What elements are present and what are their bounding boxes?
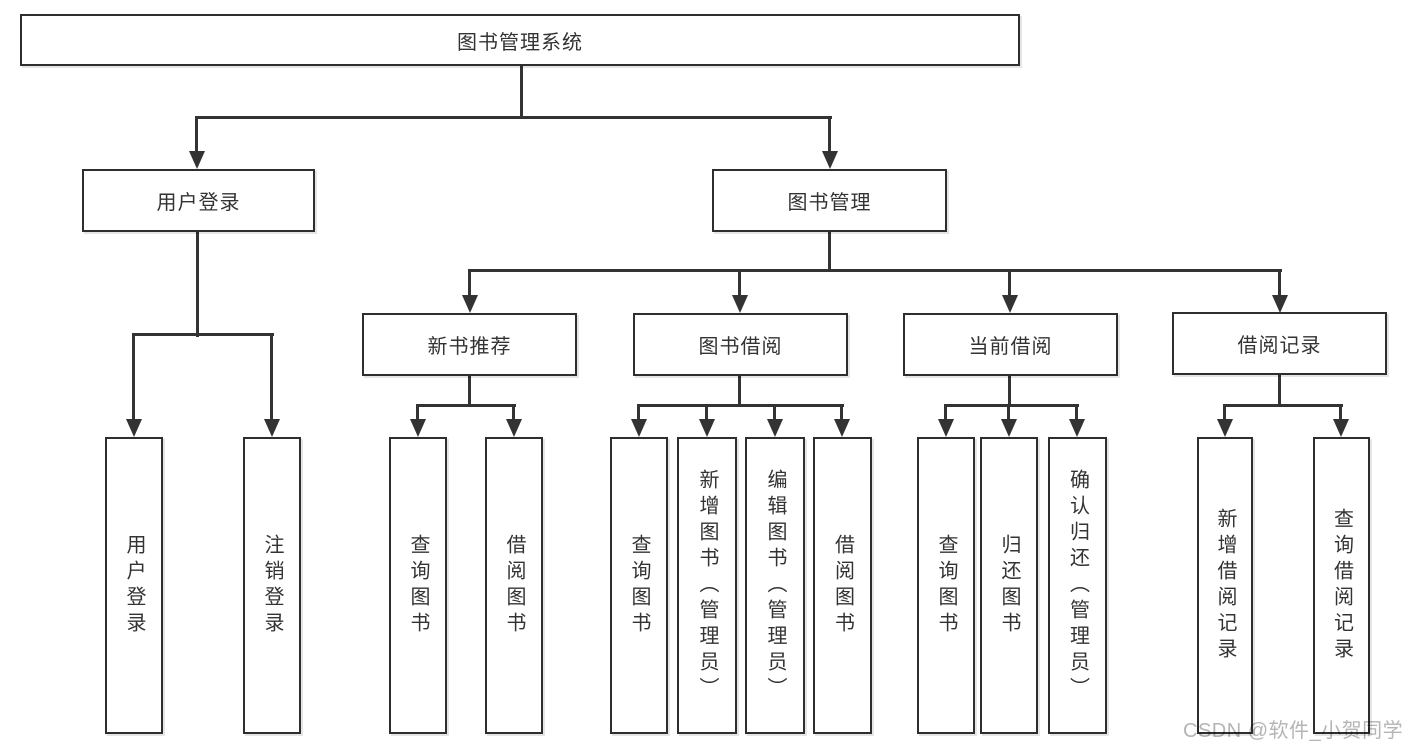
node-current-borrowing: 当前借阅 <box>903 313 1118 376</box>
connector-line <box>705 404 708 423</box>
connector-line <box>637 404 640 423</box>
connector-line <box>738 269 741 299</box>
leaf-records-add-record: 新增借阅记录 <box>1197 437 1253 734</box>
leaf-current-return-books: 归还图书 <box>980 437 1038 734</box>
connector-line <box>468 269 1282 272</box>
leaf-borrowing-query-books: 查询图书 <box>610 437 668 734</box>
arrowhead-down-icon <box>462 295 478 313</box>
connector-line <box>944 404 947 423</box>
connector-line <box>1008 269 1011 299</box>
connector-line <box>840 404 843 423</box>
arrowhead-down-icon <box>822 151 838 169</box>
arrowhead-down-icon <box>631 419 647 437</box>
connector-line <box>828 231 831 272</box>
connector-line <box>1223 404 1226 423</box>
arrowhead-down-icon <box>732 295 748 313</box>
connector-line <box>132 333 274 336</box>
connector-line <box>270 333 273 423</box>
connector-line <box>828 116 831 155</box>
arrowhead-down-icon <box>1333 419 1349 437</box>
connector-line <box>1278 374 1281 407</box>
node-new-book-recommend: 新书推荐 <box>362 313 577 376</box>
node-book-borrowing: 图书借阅 <box>633 313 848 376</box>
arrowhead-down-icon <box>410 419 426 437</box>
arrowhead-down-icon <box>1001 419 1017 437</box>
connector-line <box>1223 404 1343 407</box>
arrowhead-down-icon <box>189 151 205 169</box>
arrowhead-down-icon <box>834 419 850 437</box>
leaf-recommend-borrow-books: 借阅图书 <box>485 437 543 734</box>
leaf-current-confirm-return-admin: 确认归还（管理员） <box>1048 437 1107 734</box>
connector-line <box>196 231 199 337</box>
leaf-borrowing-edit-books-admin: 编辑图书（管理员） <box>745 437 805 734</box>
connector-line <box>512 404 515 423</box>
leaf-records-query-record: 查询借阅记录 <box>1313 437 1370 734</box>
connector-line <box>520 65 523 119</box>
connector-line <box>1075 404 1078 423</box>
arrowhead-down-icon <box>1069 419 1085 437</box>
arrowhead-down-icon <box>767 419 783 437</box>
leaf-logout: 注销登录 <box>243 437 301 734</box>
connector-line <box>944 404 1079 407</box>
arrowhead-down-icon <box>1002 295 1018 313</box>
arrowhead-down-icon <box>1272 295 1288 313</box>
csdn-watermark: CSDN @软件_小贺同学 <box>1183 720 1404 742</box>
node-user-login: 用户登录 <box>82 169 315 232</box>
leaf-borrowing-borrow-books: 借阅图书 <box>813 437 872 734</box>
connector-line <box>738 375 741 407</box>
node-borrowing-records: 借阅记录 <box>1172 312 1387 375</box>
arrowhead-down-icon <box>1217 419 1233 437</box>
leaf-recommend-query-books: 查询图书 <box>389 437 447 734</box>
connector-line <box>1007 404 1010 423</box>
connector-line <box>468 269 471 299</box>
connector-line <box>468 375 471 407</box>
connector-line <box>1008 375 1011 407</box>
arrowhead-down-icon <box>699 419 715 437</box>
arrowhead-down-icon <box>126 419 142 437</box>
connector-line <box>773 404 776 423</box>
connector-line <box>132 333 135 423</box>
arrowhead-down-icon <box>506 419 522 437</box>
connector-line <box>195 116 198 155</box>
node-book-management: 图书管理 <box>712 169 947 232</box>
arrowhead-down-icon <box>938 419 954 437</box>
connector-line <box>195 116 832 119</box>
node-library-management-system: 图书管理系统 <box>20 14 1020 66</box>
connector-line <box>1339 404 1342 423</box>
leaf-user-login: 用户登录 <box>105 437 163 734</box>
connector-line <box>416 404 516 407</box>
connector-line <box>1278 269 1281 299</box>
leaf-current-query-books: 查询图书 <box>917 437 975 734</box>
arrowhead-down-icon <box>264 419 280 437</box>
connector-line <box>416 404 419 423</box>
leaf-borrowing-add-books-admin: 新增图书（管理员） <box>677 437 737 734</box>
connector-line <box>637 404 844 407</box>
